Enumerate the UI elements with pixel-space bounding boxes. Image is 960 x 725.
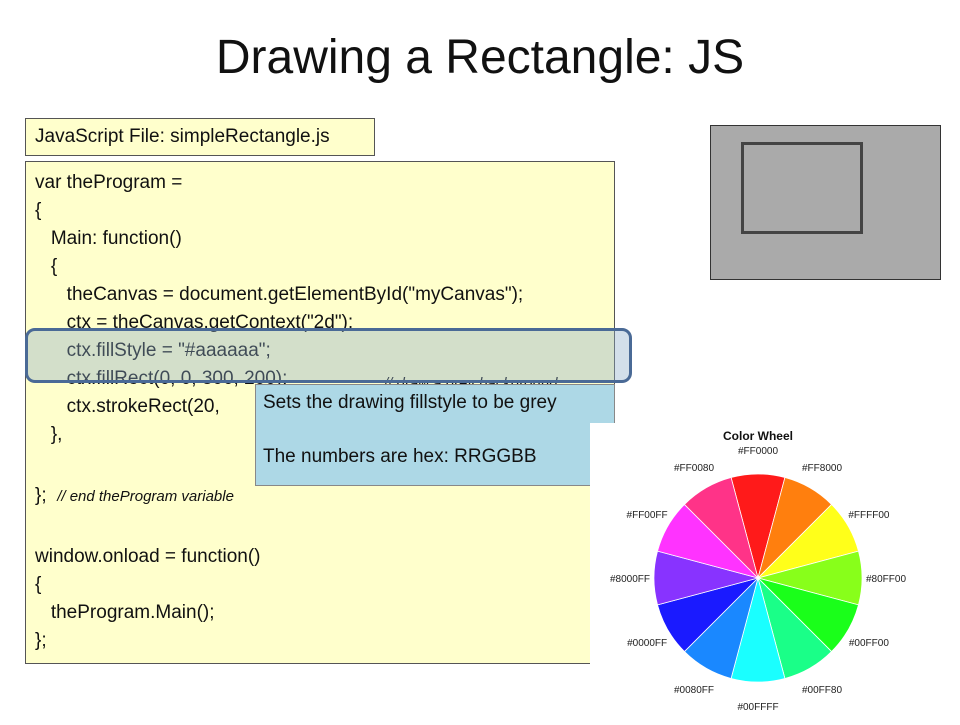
color-wheel-label: #FF0000 (738, 446, 778, 457)
fillstyle-highlight (25, 328, 632, 383)
color-wheel-label: #FF0080 (674, 463, 714, 474)
code-line: { (35, 200, 42, 221)
color-wheel-label: #0080FF (674, 685, 714, 696)
color-wheel-label: #00FF80 (802, 685, 842, 696)
stroked-rectangle (741, 142, 863, 234)
code-line: window.onload = function() (35, 546, 261, 567)
color-wheel-slice (683, 477, 759, 580)
slide-title: Drawing a Rectangle: JS (215, 31, 745, 84)
code-line: }, (35, 424, 63, 445)
code-line: ctx.fillRect(0, 0, 300, 200); (35, 368, 288, 389)
color-wheel-label: #0000FF (627, 638, 667, 649)
color-wheel-label: #FF00FF (627, 510, 668, 521)
fillstyle-callout: Sets the drawing fillstyle to be grey Th… (255, 384, 615, 486)
code-line: { (35, 574, 42, 595)
color-wheel-label: #00FF00 (849, 638, 889, 649)
color-wheel-graphic: Color Wheel #FF0000 #FF8000 #FFFF00 #80FF00… (610, 429, 906, 713)
canvas-preview (710, 125, 941, 280)
code-line: ctx.fillStyle = "#aaaaaa"; (35, 340, 271, 361)
color-wheel (653, 473, 863, 683)
code-line: ctx = theCanvas.getContext("2d"); (35, 312, 354, 333)
end-comment: // end theProgram variable (57, 488, 234, 505)
color-wheel-panel: Color Wheel #FF0000 #FF8000 #FFFF00 #80FF00… (590, 423, 960, 720)
callout-line: The numbers are hex: RRGGBB (263, 446, 537, 467)
color-wheel-label: #80FF00 (866, 574, 906, 585)
color-wheel-title: Color Wheel (723, 429, 793, 443)
color-wheel-label: #FFFF00 (848, 510, 890, 521)
code-line: Main: function() (35, 228, 182, 249)
code-line: { (35, 256, 58, 277)
file-name-label: JavaScript File: simpleRectangle.js (25, 118, 375, 156)
color-wheel-label: #FF8000 (802, 463, 842, 474)
color-wheel-labels: #FF0000 #FF8000 #FFFF00 #80FF00 #00FF00 #00FF… (610, 446, 906, 713)
code-line: ctx.strokeRect(20, (35, 396, 220, 417)
code-line: }; // end theProgram variable (35, 485, 234, 507)
code-line: theProgram.Main(); (35, 602, 215, 623)
color-wheel-label: #00FFFF (737, 702, 778, 713)
code-line: var theProgram = (35, 172, 183, 193)
code-close: }; (35, 485, 47, 506)
callout-line: Sets the drawing fillstyle to be grey (263, 392, 557, 413)
color-wheel-label: #8000FF (610, 574, 650, 585)
code-line: }; (35, 630, 47, 651)
code-line: theCanvas = document.getElementById("myC… (35, 284, 524, 305)
